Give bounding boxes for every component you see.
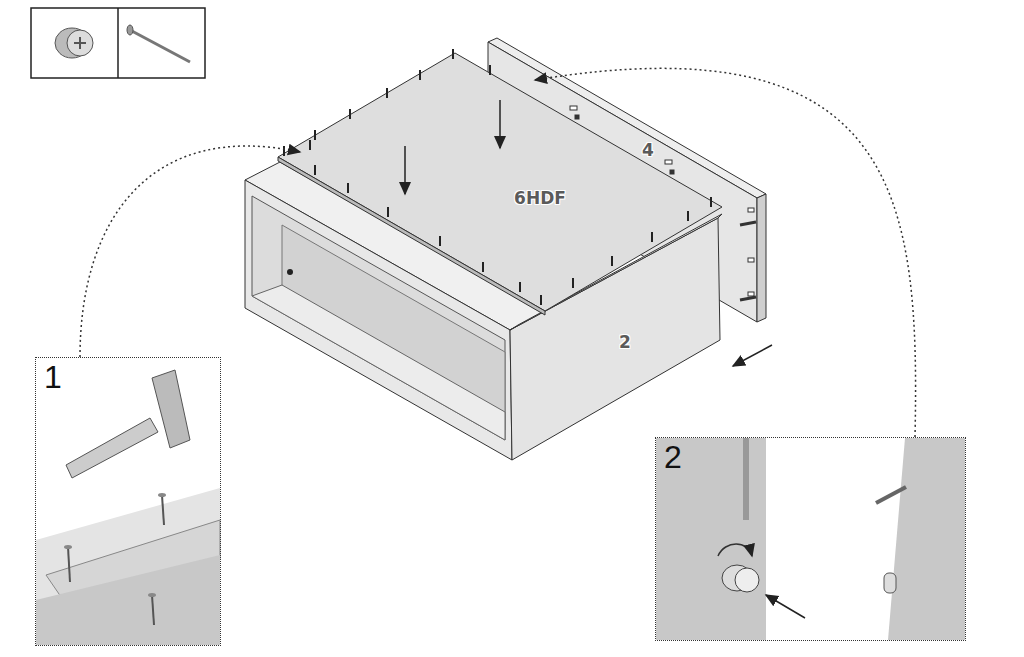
part-label: 2 <box>619 332 631 352</box>
parts-box <box>31 8 205 78</box>
detail-inset: 1 <box>35 357 221 646</box>
leader-line <box>535 68 916 437</box>
hammer-detail <box>36 370 220 645</box>
callout-number: 2 <box>664 440 682 475</box>
part-label: 6HDF <box>514 188 566 208</box>
direction-arrow <box>733 345 772 366</box>
leader-line <box>80 146 300 357</box>
detail-inset: 2 <box>655 437 966 641</box>
part-label: 4 <box>642 140 654 160</box>
callout-number: 1 <box>44 360 62 395</box>
hdf-panel <box>278 49 722 315</box>
cam-lock-detail <box>656 438 965 640</box>
